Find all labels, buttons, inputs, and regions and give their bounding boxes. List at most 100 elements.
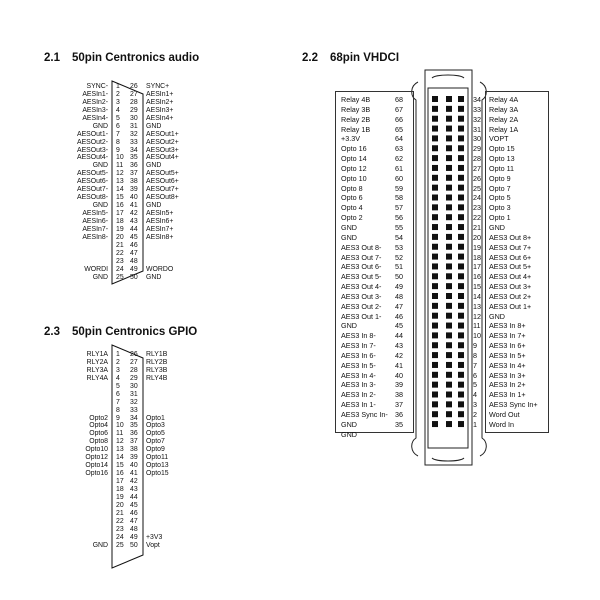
pin-entry: AES3 In 4+	[489, 360, 526, 370]
pin-contact	[432, 302, 438, 309]
pin-entry: 13	[116, 446, 124, 454]
pin-entry: AES3 Sync In-	[341, 410, 388, 419]
vhdci-pin-contacts	[432, 96, 464, 428]
pin-entry: Opto 10	[341, 173, 367, 183]
pin-entry: Opto15	[146, 470, 169, 478]
pin-entry: 10	[116, 154, 124, 162]
pin-contact	[432, 332, 438, 339]
pin-entry: 44	[130, 493, 138, 501]
pin-entry: Opto 14	[341, 154, 367, 164]
pin-entry: 57	[395, 203, 403, 213]
pin-entry: 30	[130, 114, 138, 122]
pin-contact	[458, 214, 464, 221]
pin-entry: 41	[395, 360, 403, 370]
pin-entry: Opto10	[85, 446, 108, 454]
pin-entry: 23	[116, 525, 124, 533]
pin-entry: 30	[473, 134, 481, 144]
pin-entry: AESOut6+	[146, 178, 179, 186]
pin-entry: 42	[395, 350, 403, 360]
pin-entry	[60, 383, 108, 391]
pin-contact	[446, 164, 452, 171]
pin-entry: 28	[130, 98, 138, 106]
pin-entry: 36	[130, 430, 138, 438]
pin-entry: Relay 4A	[489, 95, 519, 104]
pin-entry: 11	[116, 162, 124, 170]
pin-entry	[146, 518, 206, 526]
pin-entry: 16	[116, 202, 124, 210]
pin-entry: 30	[130, 382, 138, 390]
pin-entry: AES3 In 5-	[341, 360, 376, 370]
pin-contact	[446, 135, 452, 142]
pin-entry: AES3 Out 2-	[341, 301, 382, 311]
pin-entry: SYNC+	[146, 83, 170, 90]
pin-entry: 19	[116, 493, 124, 501]
pin-entry: 50	[130, 273, 138, 281]
pin-contact	[446, 204, 452, 211]
pin-entry: 39	[395, 380, 403, 390]
pin-entry: 8	[116, 406, 120, 414]
pin-entry: Opto 13	[489, 154, 515, 164]
pin-contact	[446, 155, 452, 162]
pin-contact	[432, 312, 438, 319]
section-title: 50pin Centronics GPIO	[72, 326, 198, 338]
pin-entry: WORDO	[146, 265, 174, 273]
pin-entry	[60, 518, 108, 526]
pin-entry	[60, 399, 108, 407]
pin-contact	[446, 243, 452, 250]
pin-entry: Relay 1A	[489, 124, 519, 134]
pin-entry: 39	[130, 186, 138, 194]
pin-contact	[432, 194, 438, 201]
pin-contact	[446, 115, 452, 122]
pin-entry: AESIn8+	[146, 233, 174, 241]
pin-contact	[458, 164, 464, 171]
pin-entry: GND	[146, 202, 162, 210]
pin-entry: 4	[116, 106, 120, 114]
pin-entry: AESOut7+	[146, 186, 179, 194]
pin-contact	[446, 273, 452, 280]
pin-contact	[458, 105, 464, 112]
pin-entry: AES3 In 7+	[489, 331, 526, 341]
pin-entry: 48	[130, 525, 138, 533]
pin-contact	[458, 342, 464, 349]
pin-entry: Opto7	[146, 438, 165, 446]
pin-entry: 63	[395, 144, 403, 154]
pin-contact	[446, 125, 452, 132]
pin-entry: AES3 In 6+	[489, 341, 526, 351]
pin-entry: 17	[116, 210, 124, 217]
pin-contact	[446, 322, 452, 329]
pin-entry: AESIn2-	[82, 98, 108, 106]
pin-entry: AESIn2+	[146, 98, 174, 106]
pin-entry: 44	[395, 331, 403, 341]
pin-entry: 16	[473, 272, 481, 282]
pin-entry: 3	[116, 366, 120, 374]
pin-entry	[146, 391, 206, 399]
pin-entry: 55	[395, 222, 403, 232]
pin-contact	[432, 135, 438, 142]
pin-entry: 59	[395, 183, 403, 193]
pin-entry: AESOut5+	[146, 170, 179, 178]
pin-entry: 11	[116, 430, 124, 438]
pin-entry	[60, 242, 108, 250]
pin-entry	[60, 250, 108, 258]
pin-entry: 1	[116, 351, 120, 358]
pin-entry: Opto5	[146, 430, 165, 438]
pin-entry: AES3 Out 6-	[341, 262, 382, 272]
pin-contact	[458, 332, 464, 339]
pin-contact	[446, 184, 452, 191]
pin-entry: Opto 5	[489, 193, 511, 203]
pin-entry: 45	[395, 321, 403, 331]
pin-entry: 11	[473, 321, 481, 331]
pin-entry: GND	[92, 122, 108, 130]
pin-contact	[432, 125, 438, 132]
pin-entry: 21	[116, 509, 124, 517]
pin-entry: 21	[473, 222, 481, 232]
pin-contact	[446, 283, 452, 290]
pin-contact	[458, 273, 464, 280]
pin-entry: 40	[130, 194, 138, 202]
pin-contact	[446, 401, 452, 408]
pin-entry: 37	[130, 438, 138, 446]
pin-contact	[458, 145, 464, 152]
